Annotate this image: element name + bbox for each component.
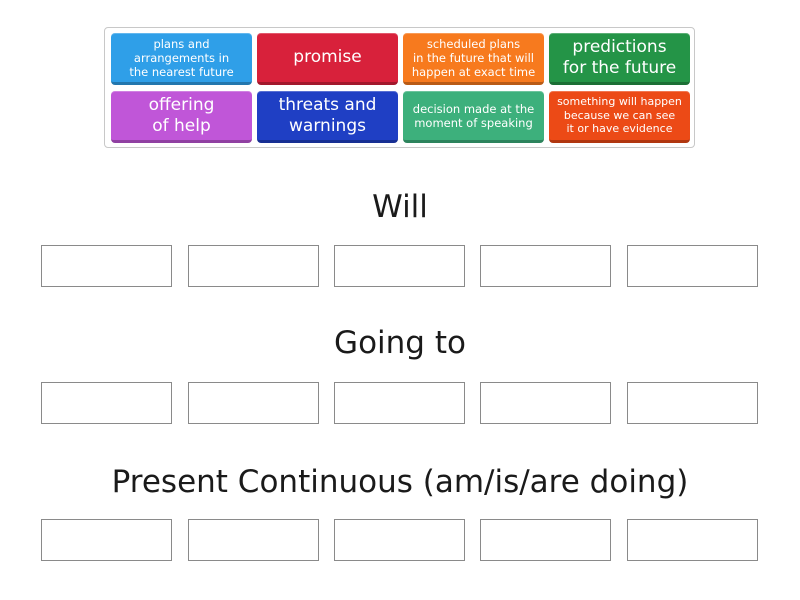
- drop-slot[interactable]: [334, 382, 465, 424]
- drop-slot[interactable]: [188, 245, 319, 287]
- group-heading-going-to: Going to: [334, 325, 466, 361]
- drop-slot[interactable]: [627, 245, 758, 287]
- card-evidence[interactable]: something will happen because we can see…: [549, 91, 690, 143]
- drop-slot[interactable]: [334, 245, 465, 287]
- card-tray: plans and arrangements in the nearest fu…: [104, 27, 695, 148]
- card-promise[interactable]: promise: [257, 33, 398, 85]
- card-label: something will happen because we can see…: [557, 95, 682, 136]
- drop-slot[interactable]: [627, 519, 758, 561]
- card-predictions[interactable]: predictions for the future: [549, 33, 690, 85]
- card-offering-help[interactable]: offering of help: [111, 91, 252, 143]
- drop-slot[interactable]: [41, 245, 172, 287]
- group-heading-present-continuous: Present Continuous (am/is/are doing): [111, 464, 689, 500]
- drop-slot[interactable]: [627, 382, 758, 424]
- card-label: predictions for the future: [562, 36, 677, 78]
- card-scheduled-plans[interactable]: scheduled plans in the future that will …: [403, 33, 544, 85]
- card-label: promise: [293, 47, 362, 67]
- drop-slot[interactable]: [188, 519, 319, 561]
- group-heading-will: Will: [372, 189, 428, 225]
- drop-slot[interactable]: [480, 245, 611, 287]
- card-plans-arrangements[interactable]: plans and arrangements in the nearest fu…: [111, 33, 252, 85]
- drop-slot[interactable]: [480, 519, 611, 561]
- drop-slot[interactable]: [480, 382, 611, 424]
- card-label: decision made at the moment of speaking: [412, 101, 535, 130]
- card-threats-warnings[interactable]: threats and warnings: [257, 91, 398, 143]
- card-decision-moment[interactable]: decision made at the moment of speaking: [403, 91, 544, 143]
- drop-slot[interactable]: [41, 382, 172, 424]
- card-label: offering of help: [148, 94, 215, 136]
- card-label: threats and warnings: [278, 94, 377, 136]
- card-label: plans and arrangements in the nearest fu…: [129, 36, 234, 79]
- drop-slot[interactable]: [334, 519, 465, 561]
- card-label: scheduled plans in the future that will …: [411, 36, 536, 79]
- drop-slot[interactable]: [188, 382, 319, 424]
- drop-slot[interactable]: [41, 519, 172, 561]
